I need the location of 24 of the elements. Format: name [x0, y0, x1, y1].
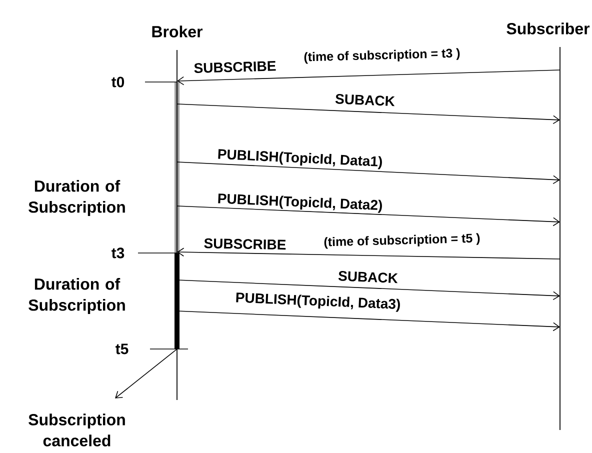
arrow: [177, 70, 560, 86]
edge-label: SUBSCRIBE: [202, 237, 288, 251]
time-label: t3: [112, 248, 124, 258]
arrow: [176, 104, 560, 124]
note-text: Subscription canceled: [28, 414, 125, 446]
lifeline: Subscriber: [506, 22, 590, 430]
arrow: [177, 248, 560, 260]
edge-label: SUBACK: [334, 92, 396, 108]
arrow: [176, 206, 560, 226]
time-label: t0: [112, 76, 124, 88]
arrow: [115, 348, 178, 398]
edge-label: PUBLISH(TopicId, Data1): [216, 148, 384, 170]
edge-label: SUBSCRIBE: [192, 60, 278, 74]
time-label: t5: [116, 344, 128, 354]
arrow: [176, 310, 560, 332]
note-text: (time of subscription = t5 ): [322, 232, 482, 250]
edge-label: SUBACK: [336, 270, 400, 284]
duration-label: Duration of Subscription: [28, 180, 125, 216]
arrow: [176, 280, 560, 300]
arrow: [176, 162, 560, 184]
note-text: (time of subscription = t3 ): [302, 47, 462, 65]
edge-label: PUBLISH(TopicId, Data3): [234, 291, 402, 313]
duration-label: Duration of Subscription: [28, 278, 125, 314]
edge-label: PUBLISH(TopicId, Data2): [216, 192, 384, 214]
